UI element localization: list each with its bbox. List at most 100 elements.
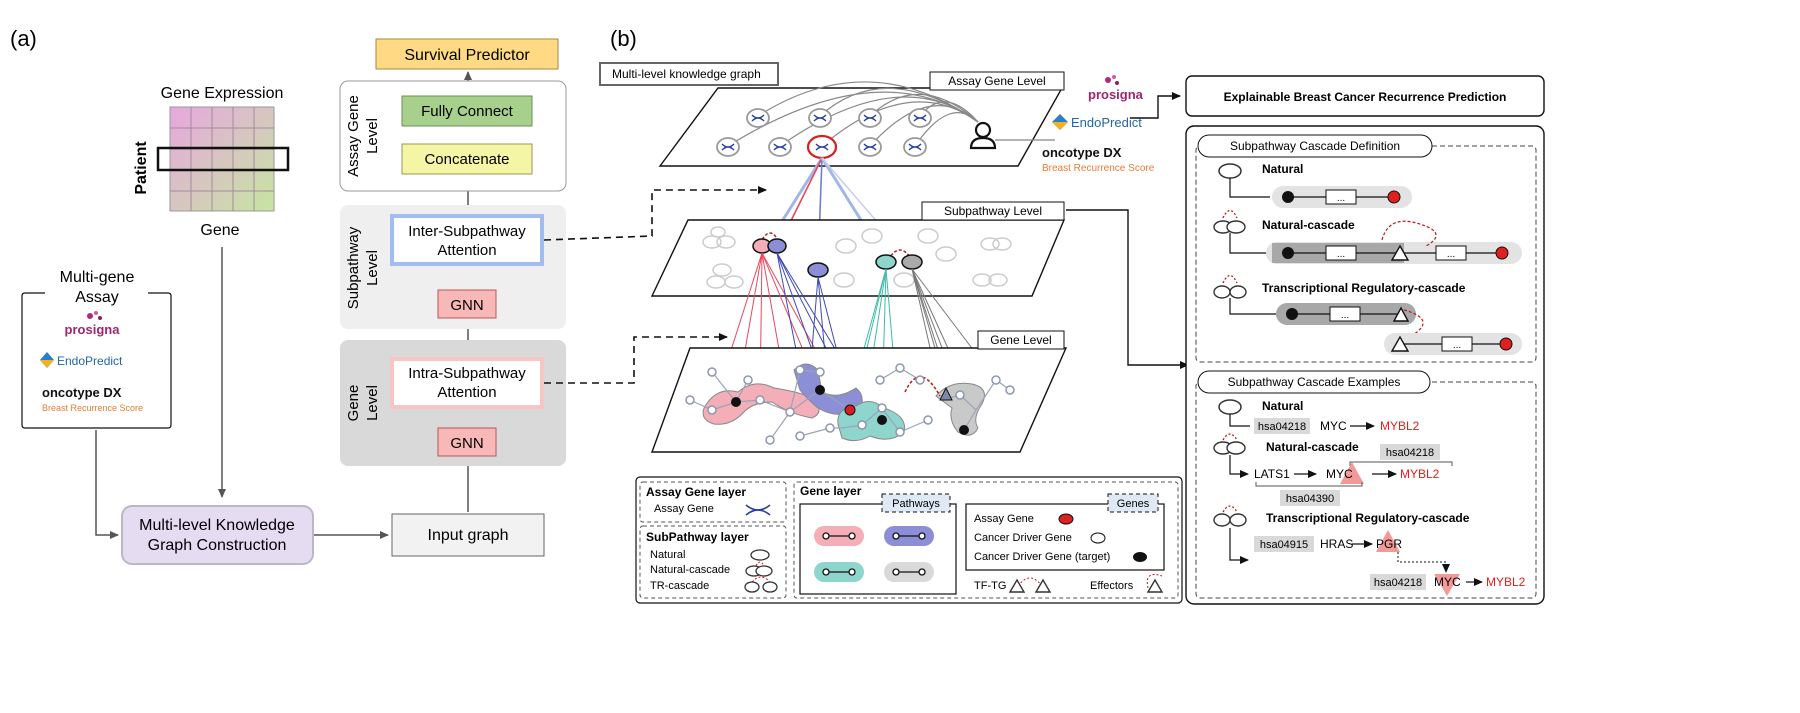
- svg-text:oncotype DX: oncotype DX: [1042, 145, 1122, 160]
- examples-title-box: [1197, 370, 1431, 394]
- legend-genes: Genes: [1117, 498, 1150, 510]
- fully-connect-box: [401, 95, 533, 127]
- assay-gene-level-text: Assay Gene Level: [948, 74, 1045, 88]
- multigene-assay-box: [21, 292, 172, 429]
- svg-text:EndoPredict: EndoPredict: [1071, 115, 1142, 130]
- assay-level-label-1: Assay Gene: [345, 95, 362, 177]
- intra-attention-line-2: Attention: [437, 384, 496, 401]
- mlkg-line-1: Multi-level Knowledge: [139, 517, 295, 534]
- legend-tr-cascade: TR-cascade: [650, 580, 709, 592]
- gnn-subpathway-label: GNN: [450, 297, 483, 314]
- subpathway-highlight-nodes: [752, 232, 923, 278]
- assay-gene-level-tag: [929, 71, 1065, 91]
- assay-gene-nodes: [716, 108, 932, 160]
- ex2-c: MYBL2: [1400, 467, 1440, 481]
- assay-arcs: [727, 81, 979, 147]
- inter-attention-line-1: Inter-Subpathway: [408, 223, 526, 240]
- ex3-d: MYBL2: [1486, 575, 1526, 589]
- multigene-title-2: Assay: [75, 289, 119, 306]
- subpathway-level-label-1: Subpathway: [345, 226, 362, 309]
- legend-g-driver: Cancer Driver Gene: [974, 532, 1072, 544]
- gene-network: [685, 363, 1015, 445]
- oncotype-logo-b: oncotype DX Breast Recurrence Score: [1042, 145, 1155, 174]
- gene-level-tag: [977, 330, 1065, 350]
- inter-attention-box: [390, 214, 544, 266]
- legend-natural: Natural: [650, 549, 685, 561]
- panel-b-label: (b): [610, 26, 637, 51]
- gnn-subpathway-box: [437, 289, 497, 319]
- ex2-b: MYC: [1326, 467, 1353, 481]
- explainable-label: Explainable Breast Cancer Recurrence Pre…: [1224, 90, 1507, 104]
- endopredict-logo-b: EndoPredict: [1052, 114, 1142, 130]
- svg-text:Breast Recurrence Score: Breast Recurrence Score: [1042, 163, 1155, 174]
- prosigna-logo: prosigna: [65, 311, 120, 337]
- ex1-a: MYC: [1320, 419, 1347, 433]
- legend-assay-gene: Assay Gene: [654, 503, 714, 515]
- legend-effectors: Effectors: [1090, 580, 1134, 592]
- def-natural-icon: [1218, 163, 1242, 179]
- def-tr-icon: [1213, 274, 1247, 299]
- subpathway-level-label-2: Level: [364, 250, 381, 286]
- endopredict-logo: EndoPredict: [40, 352, 123, 368]
- survival-predictor-box: [375, 38, 559, 70]
- ex2-path-bottom: hsa04390: [1286, 493, 1334, 505]
- definition-title-box: [1197, 134, 1433, 158]
- expression-matrix: [156, 106, 290, 212]
- explainable-box: [1185, 75, 1545, 117]
- subpathway-level-tag: [921, 201, 1065, 221]
- def-cascade-icon: [1213, 209, 1246, 234]
- mlkg-title: Multi-level knowledge graph: [612, 67, 761, 81]
- svg-text:...: ...: [1337, 193, 1345, 204]
- svg-text:...: ...: [1341, 310, 1349, 321]
- legend-gene-layer: Gene layer: [800, 484, 862, 498]
- survival-predictor-label: Survival Predictor: [404, 47, 530, 64]
- patient-icon: [969, 121, 997, 150]
- ex-cascade-label: Natural-cascade: [1266, 440, 1359, 454]
- intra-attention-box: [390, 357, 544, 409]
- def-cascade-label: Natural-cascade: [1262, 218, 1355, 232]
- legend-g-driver-target: Cancer Driver Gene (target): [974, 551, 1110, 563]
- gene-level-label-1: Gene: [345, 385, 362, 422]
- concatenate-label: Concatenate: [424, 151, 509, 168]
- input-graph-box: [391, 513, 545, 557]
- mlkg-construction-box: [121, 505, 314, 565]
- ex3-a: HRAS: [1320, 537, 1353, 551]
- legend-tftg-icon: [1008, 577, 1052, 593]
- svg-text:...: ...: [1453, 340, 1461, 351]
- gene-expression-title: Gene Expression: [161, 85, 284, 102]
- legend-pathway-swatches: [814, 526, 934, 582]
- subpathway-level-text: Subpathway Level: [944, 204, 1042, 218]
- legend-subpathway-layer: SubPathway layer: [646, 530, 749, 544]
- legend-tf-tg: TF-TG: [974, 580, 1006, 592]
- legend-effectors-icon: [1146, 574, 1164, 593]
- svg-text:EndoPredict: EndoPredict: [57, 354, 123, 368]
- multigene-title-1: Multi-gene: [60, 269, 135, 286]
- gene-level-text: Gene Level: [990, 333, 1051, 347]
- patient-label: Patient: [133, 141, 150, 195]
- svg-text:Breast Recurrence Score: Breast Recurrence Score: [42, 403, 143, 413]
- svg-text:prosigna: prosigna: [1088, 87, 1144, 102]
- gene-level-label-2: Level: [364, 385, 381, 421]
- definition-title: Subpathway Cascade Definition: [1230, 139, 1400, 153]
- ex2-a: LATS1: [1254, 467, 1290, 481]
- fully-connect-label: Fully Connect: [421, 103, 514, 120]
- patient-row-highlight: [156, 146, 290, 172]
- assay-level-label-2: Level: [364, 118, 381, 154]
- gnn-gene-box: [437, 427, 497, 457]
- svg-text:oncotype DX: oncotype DX: [42, 385, 122, 400]
- prosigna-logo-b: prosigna: [1088, 75, 1144, 102]
- examples-box: [1195, 381, 1537, 599]
- legend-natural-cascade: Natural-cascade: [650, 564, 730, 576]
- ex1-b: MYBL2: [1380, 419, 1420, 433]
- ex3-path2: hsa04218: [1374, 577, 1422, 589]
- svg-text:...: ...: [1447, 249, 1455, 260]
- gene-label: Gene: [200, 222, 239, 239]
- oncotype-logo: oncotype DX Breast Recurrence Score: [42, 385, 143, 413]
- legend-assay-layer: Assay Gene layer: [646, 485, 746, 499]
- concatenate-box: [401, 143, 533, 175]
- legend-g-assay: Assay Gene: [974, 513, 1034, 525]
- svg-text:...: ...: [1337, 249, 1345, 260]
- ex3-c: MYC: [1434, 575, 1461, 589]
- inter-attention-line-2: Attention: [437, 242, 496, 259]
